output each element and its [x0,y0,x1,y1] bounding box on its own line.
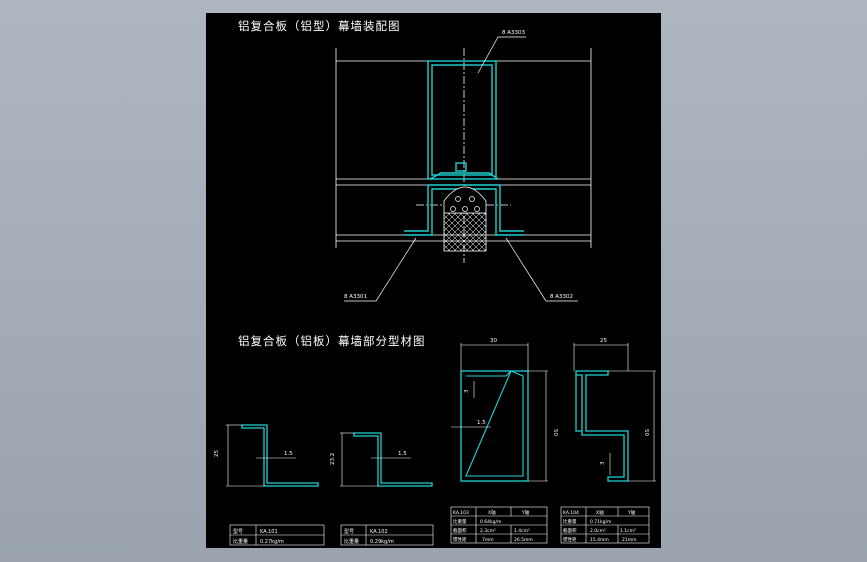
t3-r1b: X轴 [488,509,496,516]
p3-wall: 3 [464,389,470,393]
p1-web: 1.5 [284,451,293,457]
p1-height: 25 [214,450,220,457]
t3-r2b: 0.64kg/m [480,519,501,525]
t3-r1c: Y轴 [521,509,530,516]
t2-code: 型号 [344,528,354,535]
t4-r1c: Y轴 [627,509,636,516]
table-1 [229,524,325,546]
t4-r4c: 21mm [622,537,637,543]
callout-top: 8 A3303 [502,30,526,36]
t1-wt-val: 0.27kg/m [260,539,284,545]
table-2 [340,524,434,546]
t3-r4b: 7mm [482,537,494,543]
profiles-title: 铝复合板（铝板）幕墙部分型材图 [238,334,426,348]
p4-height: 50 [643,429,649,436]
t3-r2a: 比重量 [453,518,467,525]
p4-wall: 3 [600,461,606,465]
t3-r4a: 惯性矩 [453,536,467,543]
t4-r1a: KA.104 [563,510,579,516]
callout-left: 8 A3301 [344,294,367,300]
p3-width: 30 [490,338,497,344]
t4-r1b: X轴 [596,509,604,516]
profile-4: 25 50 3 [573,338,656,482]
p4-width: 25 [600,338,607,344]
p2-web: 1.5 [398,451,407,457]
t3-r3b: 2.3cm² [480,528,496,534]
callout-leaders [344,36,578,302]
t1-code-val: KA.101 [260,529,278,535]
drawing-sheet: 铝复合板（铝型）幕墙装配图 铝复合板（铝板）幕墙部分型材图 [206,13,661,548]
t3-r1a: KA.103 [453,510,469,516]
gasket [443,186,487,252]
table-4 [560,506,650,544]
p2-height: 23.2 [330,453,336,465]
profile-3: 30 50 3 1.5 [451,338,558,482]
t4-r4a: 惯性矩 [563,536,577,543]
t3-r3a: 截面积 [453,527,467,534]
t1-wt: 比重量 [233,538,248,545]
assembly-title: 铝复合板（铝型）幕墙装配图 [238,19,401,33]
p3-height: 50 [552,429,558,436]
profile-1: 25 1.5 [214,424,319,487]
t4-r3a: 截面积 [563,527,577,534]
t4-r3b: 2.0cm² [590,528,606,534]
t2-wt-val: 0.29kg/m [370,539,394,545]
t3-r4c: 26.5mm [514,537,533,543]
t4-r3c: 1.1cm² [620,528,636,534]
t2-code-val: KA.102 [370,529,388,535]
profile-2: 23.2 1.5 [330,432,433,487]
t4-r4b: 15.4mm [590,537,609,543]
t4-r2a: 比重量 [563,518,577,525]
t2-wt: 比重量 [344,538,359,545]
table-3 [450,506,548,544]
t3-r3c: 1.4cm² [514,528,530,534]
t4-r2b: 0.71kg/m [590,519,611,525]
callout-right: 8 A3302 [550,294,573,300]
t1-code: 型号 [233,528,243,535]
p3-web: 1.5 [477,420,486,426]
cad-drawing: 8 A3303 8 A3301 8 A3302 25 1.5 23 [214,30,656,546]
